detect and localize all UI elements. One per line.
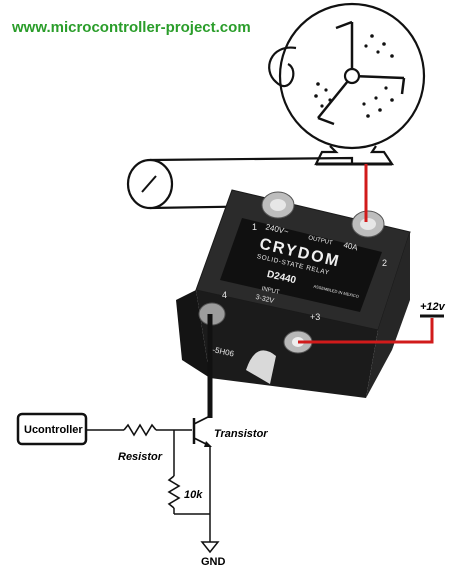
- resistor-icon: [123, 423, 157, 437]
- fan-blades: [317, 20, 406, 126]
- relay-terminal-4-label: 4: [222, 290, 227, 300]
- relay-terminal-3-label: +3: [310, 312, 320, 322]
- relay-output-word: OUTPUT: [308, 235, 334, 246]
- pulldown-label: 10k: [184, 489, 203, 501]
- supply-wire: [298, 318, 434, 344]
- fan-grill-dots: [314, 34, 394, 118]
- transistor-icon: [192, 415, 212, 447]
- relay-output-current: 40A: [343, 240, 360, 252]
- fan-icon: [268, 2, 426, 166]
- relay-icon: 240V~ OUTPUT 40A CRYDOM SOLID-STATE RELA…: [176, 189, 411, 398]
- website-url: www.microcontroller-project.com: [11, 19, 251, 36]
- terminal-1-head: [270, 199, 286, 211]
- ground-label: GND: [201, 556, 226, 568]
- plug-pin: [141, 175, 157, 193]
- terminal-2-head: [360, 218, 376, 230]
- relay-input-word: INPUT: [261, 286, 280, 296]
- fan-housing: [278, 2, 426, 150]
- relay-body-right: [366, 232, 410, 398]
- ucontroller-box: [16, 412, 88, 446]
- relay-label-panel: [220, 218, 382, 312]
- transistor-label: Transistor: [214, 428, 268, 440]
- relay-terminal-2-label: 2: [382, 258, 387, 268]
- ucontroller-label: Ucontroller: [24, 424, 83, 436]
- supply-label: +12v: [420, 301, 446, 313]
- relay-terminal-1-label: 1: [252, 222, 257, 232]
- fan-hub: [343, 67, 361, 85]
- relay-body-left: [176, 290, 210, 378]
- fan-cord: [268, 46, 297, 88]
- pulldown-resistor-icon: [167, 475, 181, 509]
- relay-mount-notch: [246, 350, 276, 384]
- relay-input-range: 3-32V: [255, 294, 275, 305]
- ground-icon: [200, 541, 220, 554]
- resistor-label: Resistor: [118, 451, 163, 463]
